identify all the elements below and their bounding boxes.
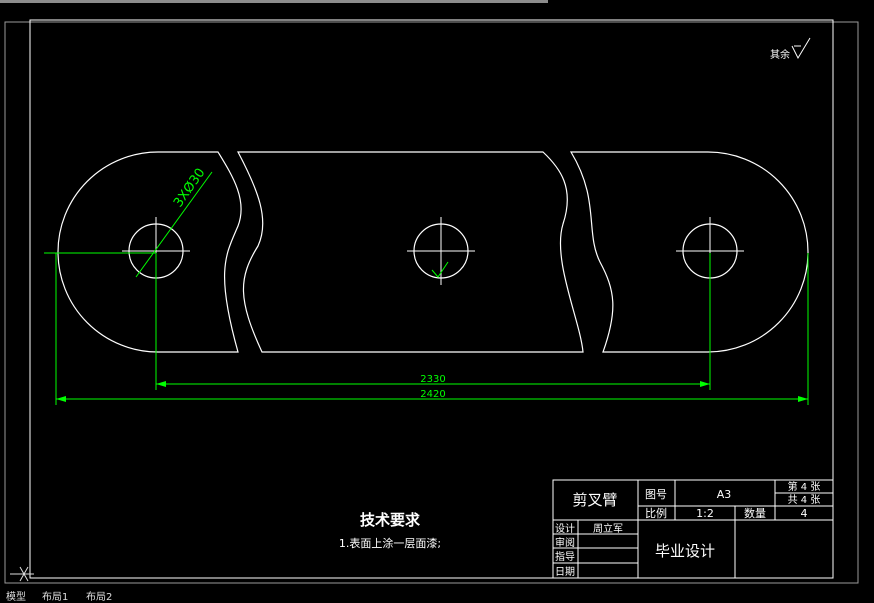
project-title: 毕业设计 bbox=[655, 542, 715, 560]
date-label: 日期 bbox=[555, 566, 575, 578]
roughness-label: 其余 bbox=[770, 48, 790, 61]
hole-callout-leader bbox=[135, 171, 213, 278]
review-label: 审阅 bbox=[555, 536, 575, 549]
dim-text-2330: 2330 bbox=[420, 374, 445, 385]
roughness-check-icon bbox=[791, 37, 811, 60]
dim-text-2420: 2420 bbox=[420, 389, 445, 400]
scale-label: 比例 bbox=[645, 506, 667, 520]
tab-layout1[interactable]: 布局1 bbox=[42, 592, 69, 603]
ucs-axis-icon bbox=[10, 566, 34, 582]
layout-tab-bar: 模型 布局1 布局2 bbox=[0, 592, 874, 603]
drawing-no-label: 图号 bbox=[645, 488, 667, 501]
part-name: 剪叉臂 bbox=[572, 491, 617, 509]
title-block bbox=[552, 479, 834, 579]
middle-arm-segment bbox=[237, 151, 584, 353]
hole-roughness-icon bbox=[431, 261, 449, 278]
drawing-frame bbox=[29, 19, 834, 579]
right-arm-segment bbox=[569, 151, 809, 353]
tech-req-item1: 1.表面上涂一层面漆; bbox=[339, 536, 441, 550]
designer-name: 周立军 bbox=[593, 522, 623, 535]
sheet-outer-border bbox=[4, 21, 859, 584]
tech-req-title: 技术要求 bbox=[360, 511, 421, 529]
design-label: 设计 bbox=[555, 522, 575, 535]
quantity-label: 数量 bbox=[744, 507, 766, 520]
scale-value: 1:2 bbox=[696, 507, 714, 520]
tab-model[interactable]: 模型 bbox=[6, 592, 26, 603]
drawing-no-value: A3 bbox=[717, 488, 732, 501]
center-marks bbox=[122, 217, 744, 285]
total-sheets: 共 4 张 bbox=[788, 494, 821, 506]
quantity-value: 4 bbox=[801, 507, 808, 520]
sheet-number: 第 4 张 bbox=[788, 480, 821, 493]
top-toolbar-strip bbox=[0, 0, 874, 4]
tab-layout2[interactable]: 布局2 bbox=[86, 592, 113, 603]
extension-lines bbox=[55, 253, 809, 405]
left-arm-segment bbox=[57, 151, 242, 353]
guide-label: 指导 bbox=[555, 550, 575, 563]
